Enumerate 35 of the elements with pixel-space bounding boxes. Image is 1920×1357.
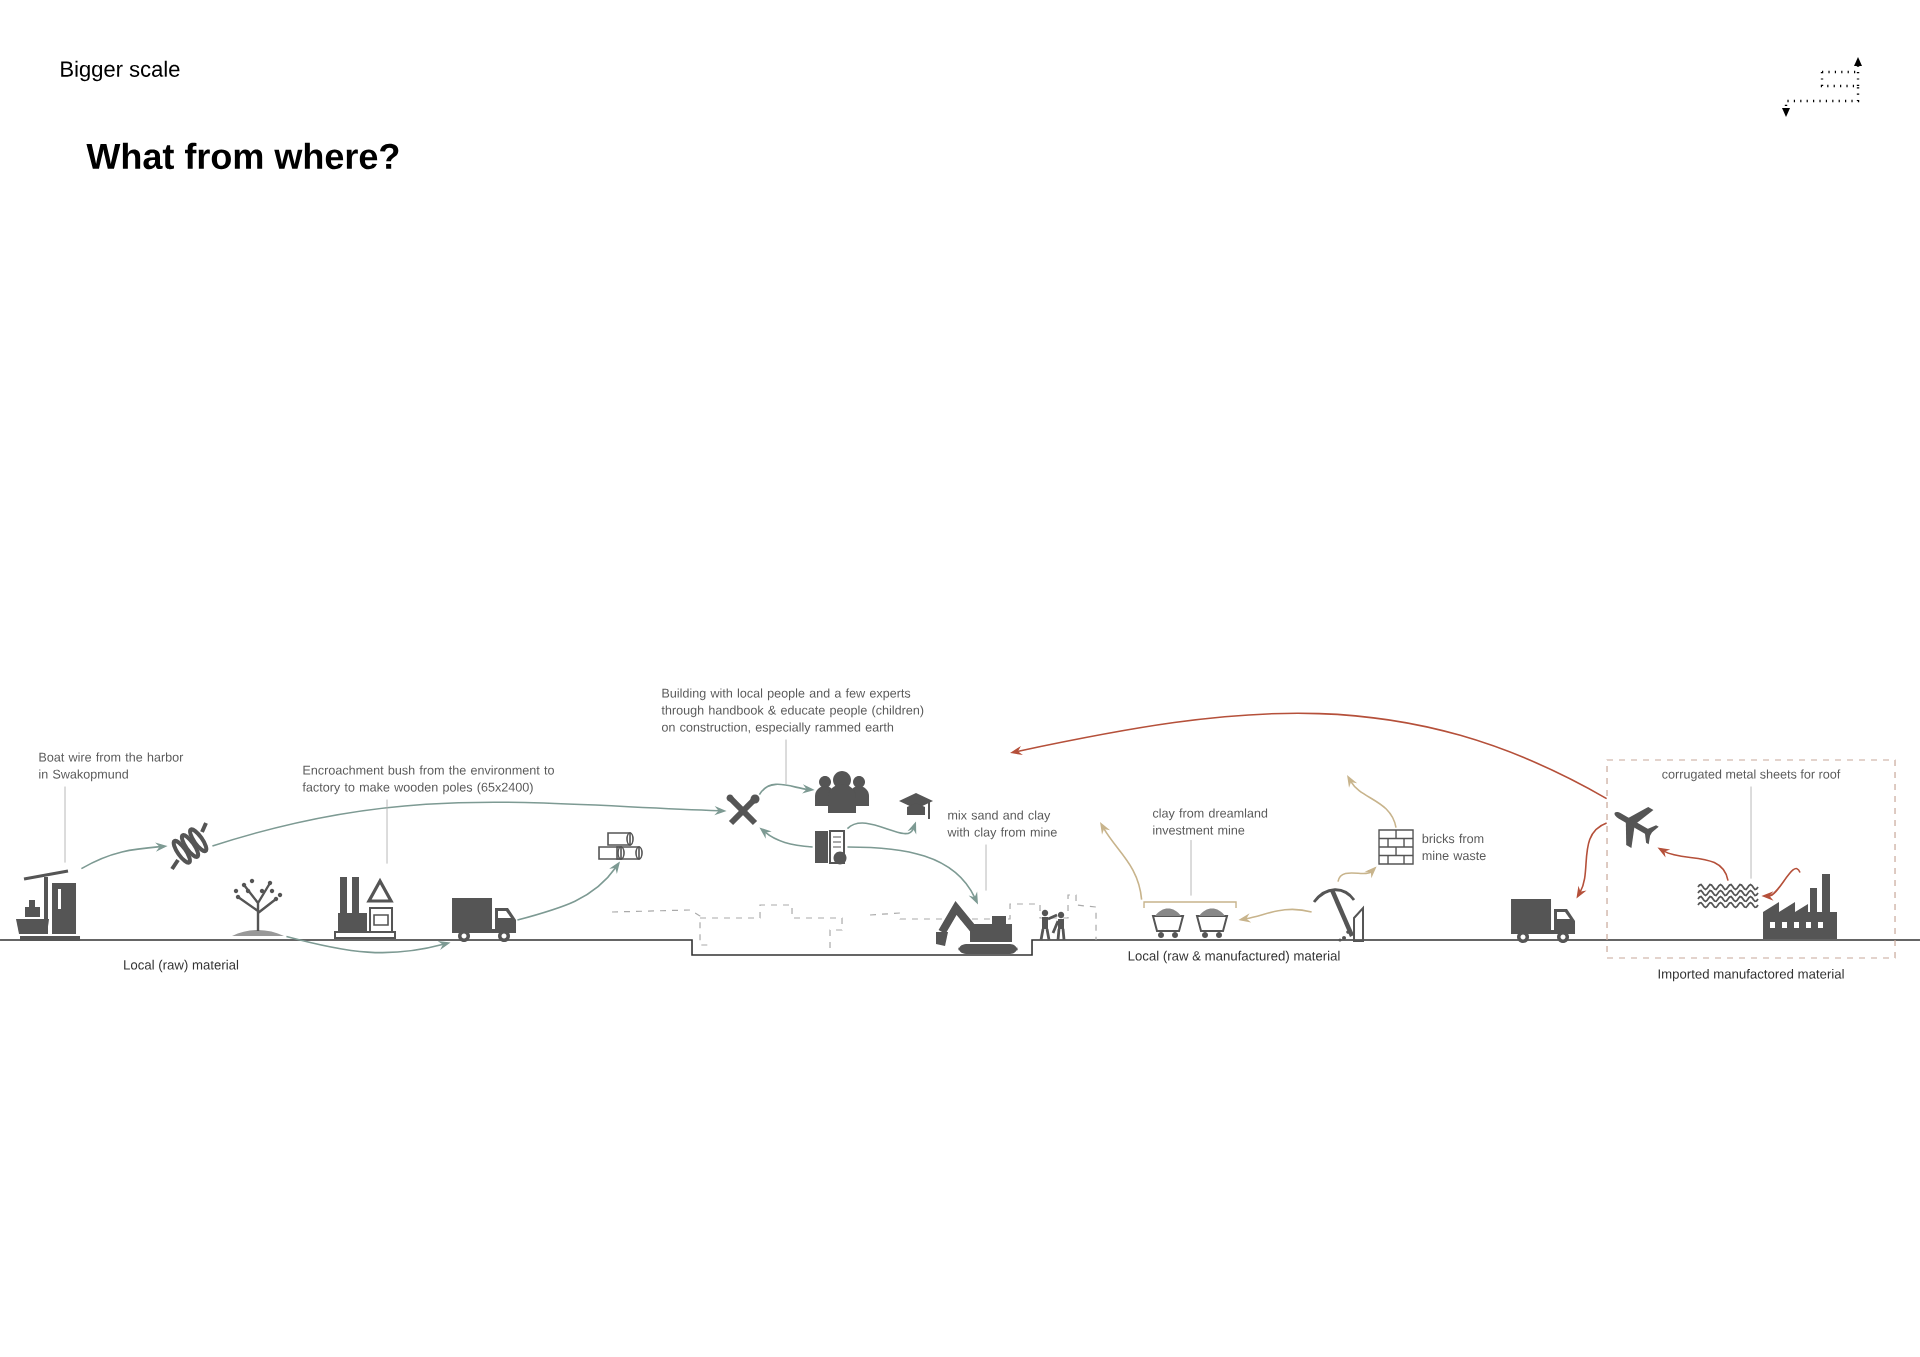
- annotation-text: Encroachment bush from the environment to factory to make wooden poles (65x2400): [302, 765, 554, 795]
- leader-line: [785, 739, 787, 785]
- logs-icon: [598, 832, 643, 860]
- book-icon: [815, 830, 847, 865]
- node-label: Imported manufactored material: [1658, 969, 1844, 982]
- tree-icon: [232, 878, 284, 936]
- caption-text: bricks from mine waste: [1422, 833, 1486, 861]
- leader-line: [64, 786, 66, 864]
- graduation-cap-icon: [899, 793, 933, 820]
- corrugated-sheets-icon: [1697, 883, 1759, 909]
- truck-icon: [1511, 899, 1575, 943]
- title: What from where?: [86, 142, 399, 170]
- mine-carts-icon: [1143, 901, 1237, 938]
- factory-icon: [334, 877, 396, 939]
- section-label: Local (raw) material: [124, 959, 239, 973]
- pickaxe-icon: [1312, 888, 1364, 942]
- truck-icon: [452, 898, 516, 942]
- leader-line: [1190, 839, 1192, 897]
- annotation-text: corrugated metal sheets for roof: [1662, 769, 1841, 782]
- annotation-text: Building with local people and a few experts through handbook & educate people (children) on construction, especially rammed earth: [661, 688, 924, 735]
- people-icon: [815, 771, 869, 813]
- airplane-icon: [1614, 806, 1659, 849]
- tools-icon: [726, 794, 760, 826]
- leader-line: [985, 844, 987, 892]
- leader-line: [1750, 786, 1752, 880]
- section-label: Local (raw & manufactured) material: [1128, 950, 1340, 964]
- excavator-icon: [936, 901, 1018, 954]
- annotation-text: clay from dreamland investment mine: [1152, 808, 1268, 835]
- leader-line: [386, 799, 388, 865]
- annotation-text: mix sand and clay with clay from mine: [947, 810, 1057, 840]
- factory-icon: [1763, 874, 1837, 939]
- rope-icon: [170, 821, 209, 871]
- annotation-text: Boat wire from the harbor in Swakopmund: [39, 752, 184, 782]
- page-heading: Bigger scale: [61, 60, 180, 82]
- ship-crane-icon: [16, 869, 80, 941]
